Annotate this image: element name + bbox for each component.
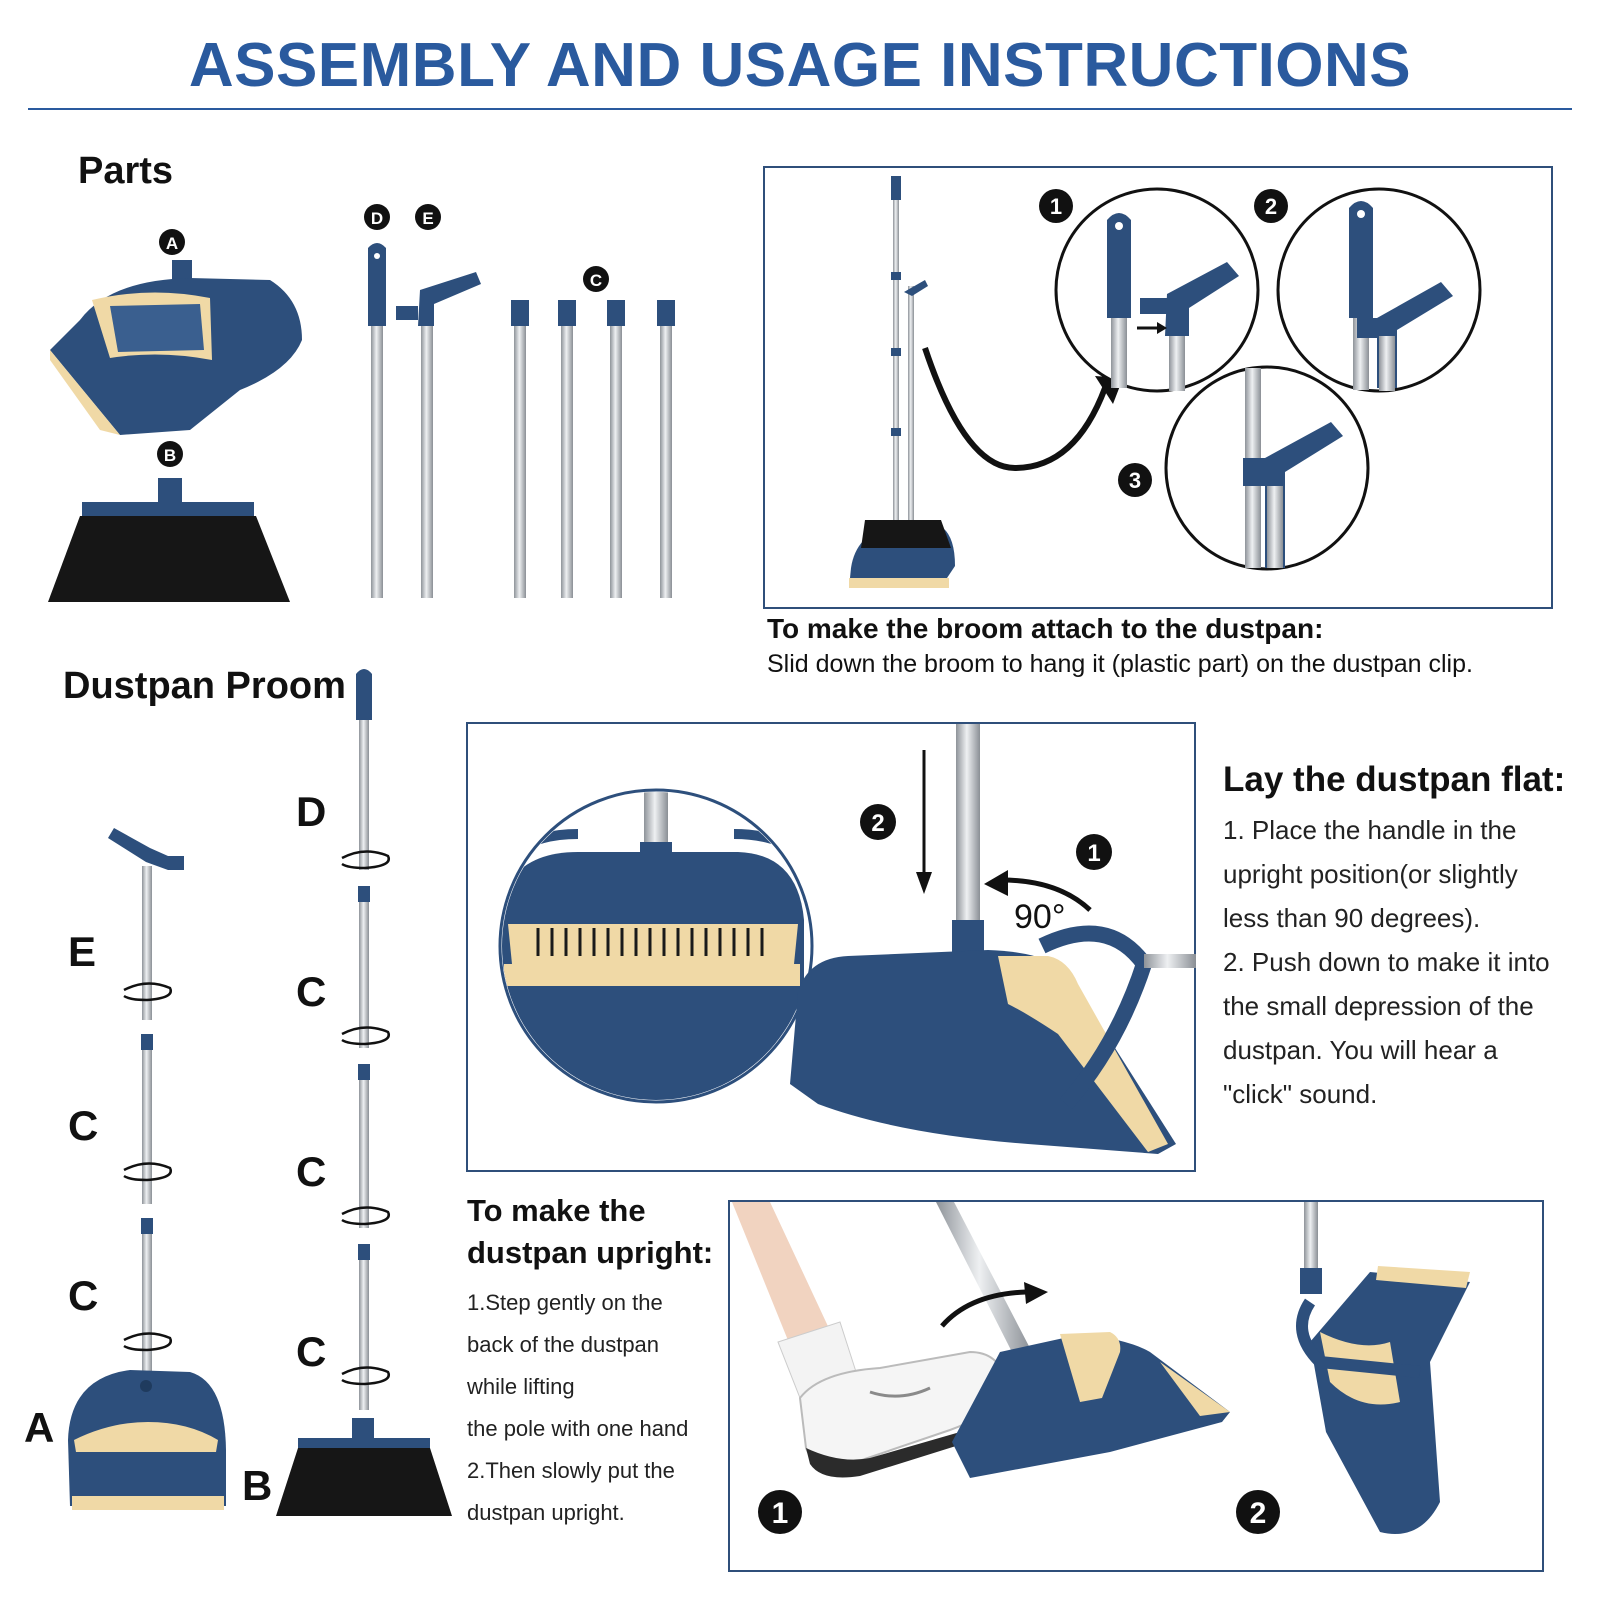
upright-illustration: 1 2 [732,1202,1470,1534]
left-column-poles [108,828,184,1388]
flat-line: "click" sound. [1223,1079,1378,1109]
left-column-twist-arrows [123,982,172,1352]
right-column-poles [356,669,372,1410]
label-d: D [296,788,326,835]
flat-step-badge-2: 2 [860,804,896,840]
page-title: ASSEMBLY AND USAGE INSTRUCTIONS [188,31,1412,100]
upright-step-badge-1: 1 [758,1490,802,1534]
label-c-left-2: C [68,1272,98,1319]
title-divider [28,108,1572,110]
label-c-left-1: C [68,1102,98,1149]
handle-pole-d [368,243,386,598]
step-badge-3: 3 [1118,463,1152,497]
upright-line: the pole with one hand [467,1416,689,1441]
svg-text:E: E [422,209,433,228]
attach-illustration: 1 2 3 [849,176,1482,588]
flat-instructions: 1. Place the handle in the upright posit… [1223,808,1593,1116]
lay-flat-panel: 90° 2 1 [466,722,1196,1172]
stepping-dustpan [952,1332,1230,1478]
detail-circle-2 [1276,187,1482,393]
flat-line: upright position(or slightly [1223,859,1518,889]
svg-text:C: C [590,271,602,290]
marker-b: B [157,441,183,467]
step-badge-1: 1 [1039,189,1073,223]
label-c-right-1: C [296,968,326,1015]
label-b: B [242,1462,272,1509]
parts-illustration: A B D E C [48,204,675,602]
flat-line: 2. Push down to make it into [1223,947,1550,977]
parts-heading: Parts [78,150,174,192]
svg-text:1: 1 [772,1497,789,1530]
lift-arrow [940,1289,1027,1328]
standing-set [849,176,955,588]
upright-panel: 1 2 [728,1200,1544,1572]
attach-text: Slid down the broom to hang it (plastic … [767,650,1473,678]
marker-e: E [415,204,441,230]
svg-text:3: 3 [1129,468,1141,493]
curved-arrow [922,347,1108,472]
upright-title: To make the dustpan upright: [467,1193,714,1270]
assembly-broom-b [276,1418,452,1516]
attach-panel: 1 2 3 [763,166,1553,609]
flat-line: the small depression of the [1223,991,1534,1021]
upright-line: 1.Step gently on the [467,1290,663,1315]
assembly-diagram: E C C A D C C C B [24,669,452,1516]
detail-circle-1 [1054,187,1260,393]
flat-line: less than 90 degrees). [1223,903,1481,933]
marker-a: A [159,229,185,255]
clip-pole-e [396,272,481,598]
rotate-arrow [1001,877,1092,912]
assembly-dustpan-a [68,1370,226,1510]
dustpan-proom-heading: Dustpan Proom [63,665,346,707]
label-c-right-2: C [296,1148,326,1195]
extension-poles-c [511,300,675,598]
svg-text:A: A [166,234,178,253]
flat-line: 1. Place the handle in the [1223,815,1517,845]
upright-step-badge-2: 2 [1236,1490,1280,1534]
angle-label: 90° [1014,898,1065,936]
svg-text:D: D [371,209,383,228]
label-c-right-3: C [296,1328,326,1375]
upright-line: dustpan upright. [467,1500,625,1525]
lay-flat-illustration: 90° 2 1 [498,724,1196,1154]
standing-dustpan [1296,1202,1470,1534]
attach-title: To make the broom attach to the dustpan: [767,613,1324,644]
svg-text:2: 2 [871,810,884,837]
upright-line: while lifting [467,1374,575,1399]
foot-illustration [732,1202,1008,1478]
upright-pole [936,1202,1032,1360]
marker-d: D [364,204,390,230]
right-column-twist-arrows [341,850,390,1386]
step-badge-2: 2 [1254,189,1288,223]
svg-text:2: 2 [1265,194,1277,219]
flat-step-badge-1: 1 [1076,834,1112,870]
dustpan-part-a [50,260,302,435]
upright-instructions: 1.Step gently on the back of the dustpan… [467,1282,729,1534]
label-e: E [68,928,96,975]
label-a: A [24,1404,54,1451]
upright-line: 2.Then slowly put the [467,1458,675,1483]
detail-circle-3 [1164,365,1370,571]
flat-title: Lay the dustpan flat: [1223,760,1566,799]
broom-head-part-b [48,478,290,602]
zoom-circle [498,788,814,1104]
svg-text:2: 2 [1250,1497,1267,1530]
flat-line: dustpan. You will hear a [1223,1035,1498,1065]
upright-line: back of the dustpan [467,1332,660,1357]
svg-text:1: 1 [1087,840,1100,867]
svg-text:B: B [164,446,176,465]
marker-c: C [583,266,609,292]
flat-dustpan [790,724,1196,1154]
svg-text:1: 1 [1050,194,1062,219]
